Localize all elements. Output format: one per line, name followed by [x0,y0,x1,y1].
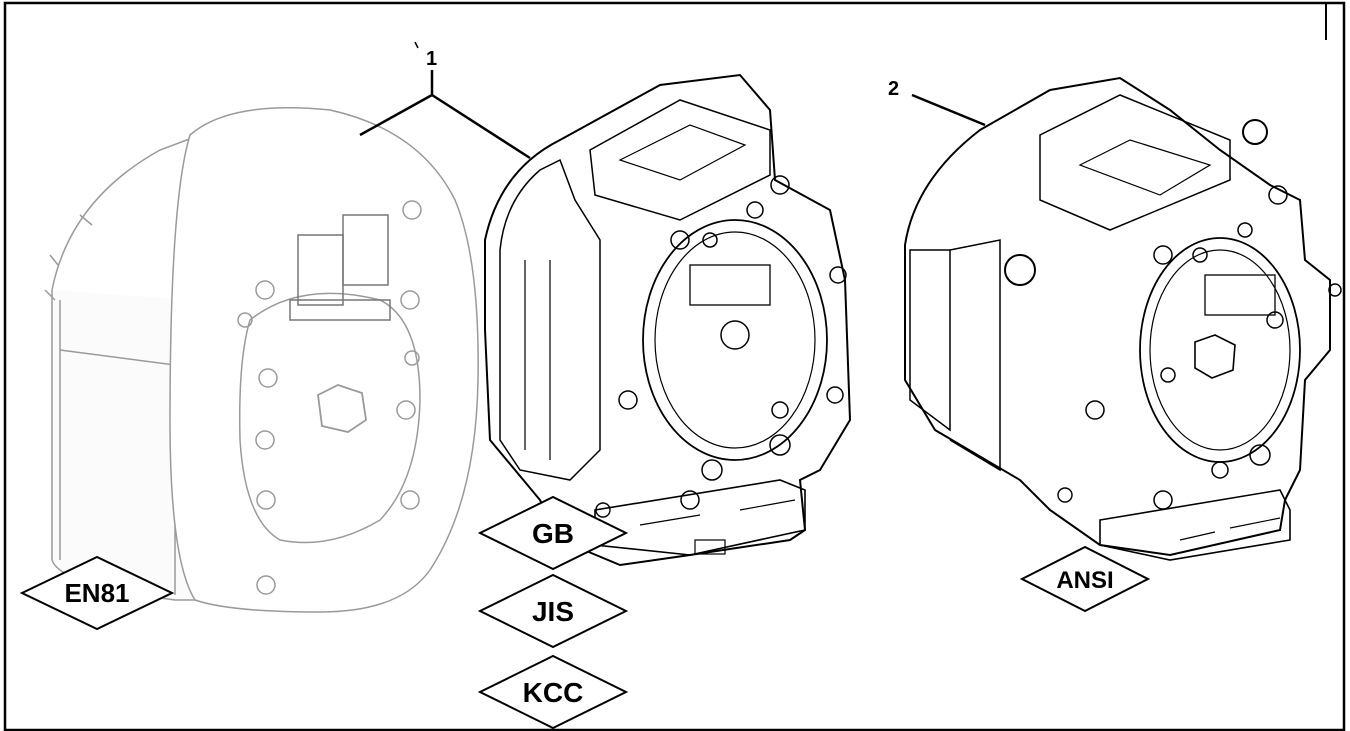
callout-2: 2 [888,78,899,100]
badge-ansi-text: ANSI [1056,567,1113,594]
badge-en81-text: EN81 [64,578,129,608]
badge-jis: JIS [477,573,629,649]
figure-frame [3,1,1346,731]
callout-tick [414,41,419,49]
badge-gb: GB [477,495,629,571]
ansi-bolts [1085,185,1342,510]
badge-ansi: ANSI [1019,545,1151,613]
badge-kcc-text: KCC [523,677,584,708]
badge-kcc: KCC [477,654,629,730]
middle-bolts [618,175,847,510]
gb-jis-kcc-brake-unit [484,73,852,567]
badge-en81: EN81 [19,555,175,631]
en81-bolts [237,200,422,595]
callout-1: 1 [426,48,437,70]
ansi-brake-unit [904,76,1342,561]
callout-leaders [359,70,986,160]
en81-brake-unit [44,107,479,613]
badge-jis-text: JIS [532,596,574,627]
badge-gb-text: GB [532,518,574,549]
